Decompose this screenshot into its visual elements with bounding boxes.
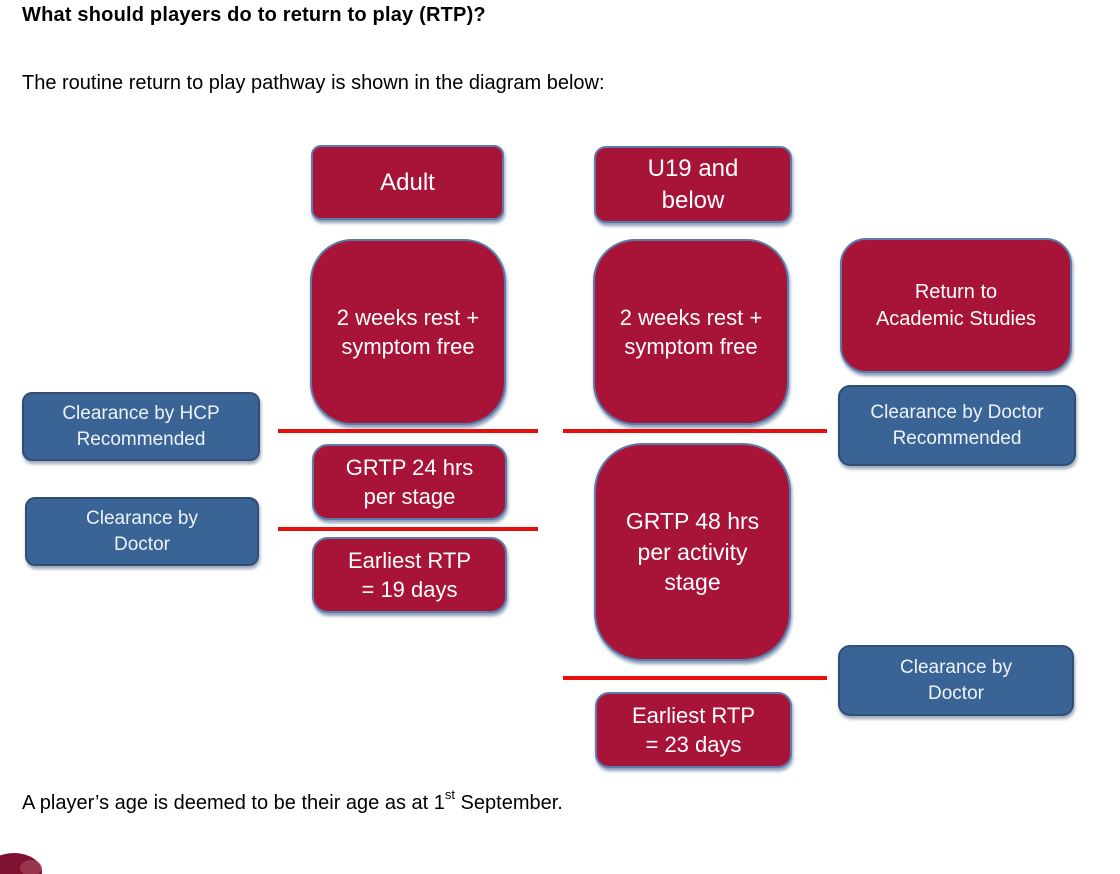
clearance-hcp-box: Clearance by HCP Recommended <box>22 392 260 461</box>
connector-line-adult-lower <box>278 527 538 531</box>
box-line: symptom free <box>624 334 758 359</box>
footnote-prefix: A player’s age is deemed to be their age… <box>22 792 445 814</box>
intro-text: The routine return to play pathway is sh… <box>22 72 605 94</box>
connector-line-u19-upper <box>563 429 827 433</box>
box-line: = 19 days <box>361 577 458 602</box>
u19-earliest-rtp-box: Earliest RTP = 23 days <box>595 692 792 768</box>
adult-grtp-box: GRTP 24 hrs per stage <box>312 444 507 520</box>
box-line: per stage <box>363 484 456 509</box>
return-academic-studies-box: Return to Academic Studies <box>840 238 1072 373</box>
box-line: below <box>661 186 725 214</box>
connector-line-u19-lower <box>563 676 827 680</box>
box-line: Return to <box>914 281 998 304</box>
footnote-text: A player’s age is deemed to be their age… <box>22 788 563 815</box>
footnote-suffix: September. <box>455 792 563 814</box>
clearance-doctor-left-box: Clearance by Doctor <box>25 497 259 566</box>
clearance-doctor-right-box: Clearance by Doctor <box>838 645 1074 716</box>
adult-column-header-box: Adult <box>311 145 504 220</box>
box-line: Recommended <box>76 428 206 450</box>
box-line: Academic Studies <box>875 307 1037 330</box>
box-line: per activity <box>637 538 748 565</box>
box-line: Earliest RTP <box>631 702 756 728</box>
box-line: Clearance by Doctor <box>870 402 1044 424</box>
box-line: Earliest RTP <box>347 547 472 573</box>
box-line: Clearance by HCP <box>62 403 220 425</box>
footnote-superscript: st <box>444 787 455 803</box>
box-line: U19 and <box>647 154 739 182</box>
box-line: Clearance by <box>86 508 198 530</box>
box-line: GRTP 48 hrs <box>625 508 760 535</box>
u19-rest-box: 2 weeks rest + symptom free <box>593 239 789 425</box>
adult-rest-box: 2 weeks rest + symptom free <box>310 239 506 425</box>
box-line: Doctor <box>928 682 984 704</box>
connector-line-adult-upper <box>278 429 538 433</box>
u19-grtp-box: GRTP 48 hrs per activity stage <box>594 443 791 661</box>
box-line: Doctor <box>114 533 170 555</box>
u19-column-header-box: U19 and below <box>594 146 792 223</box>
box-line: stage <box>664 569 721 596</box>
box-line: symptom free <box>341 334 475 359</box>
box-line: Clearance by <box>900 657 1012 679</box>
box-line: Adult <box>380 168 435 196</box>
box-line: 2 weeks rest + <box>336 304 480 330</box>
page-corner-logo-fragment-highlight <box>20 860 42 874</box>
box-line: GRTP 24 hrs <box>345 454 474 480</box>
clearance-doctor-recommended-box: Clearance by Doctor Recommended <box>838 385 1076 466</box>
box-line: 2 weeks rest + <box>619 304 763 330</box>
page-title: What should players do to return to play… <box>22 4 486 26</box>
box-line: = 23 days <box>645 732 742 757</box>
box-line: Recommended <box>892 427 1022 449</box>
adult-earliest-rtp-box: Earliest RTP = 19 days <box>312 537 507 613</box>
